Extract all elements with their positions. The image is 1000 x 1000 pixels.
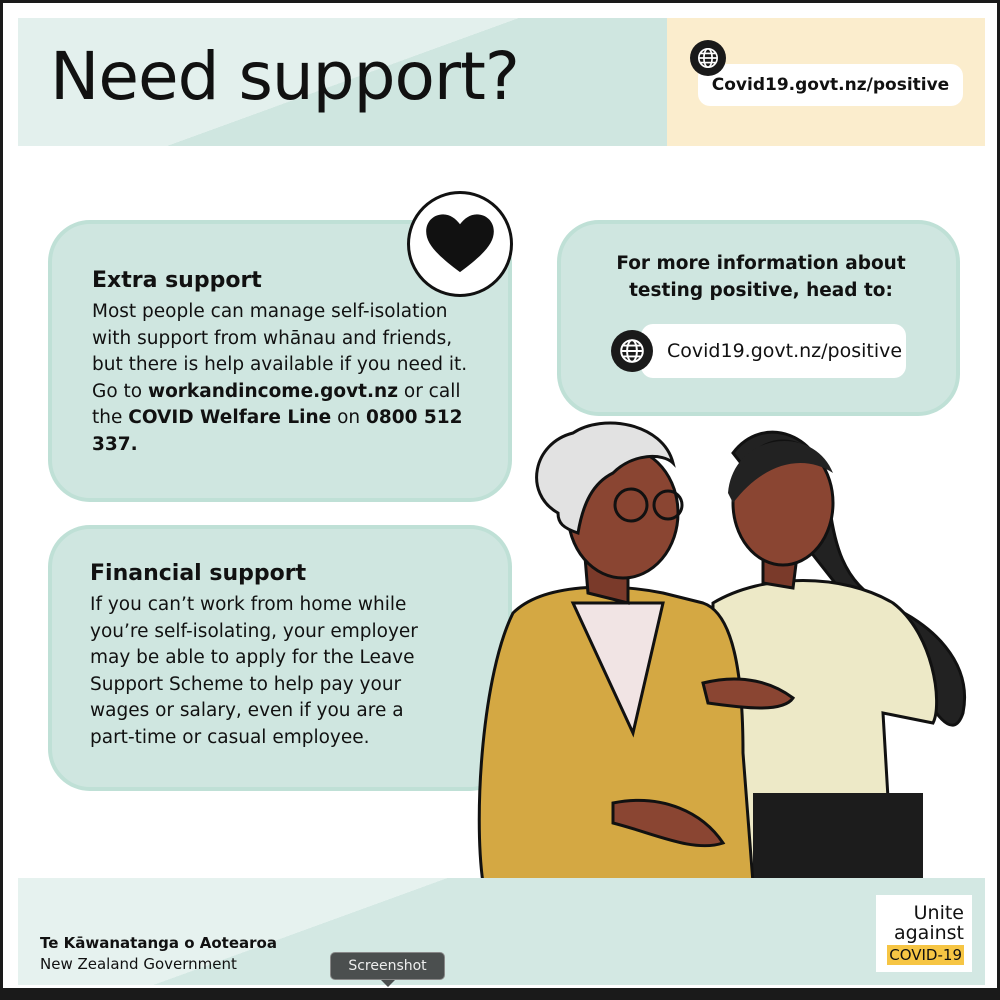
two-women-illustration	[477, 421, 966, 883]
workandincome-link[interactable]: workandincome.govt.nz	[148, 380, 398, 402]
header-url-link[interactable]: Covid19.govt.nz/positive	[698, 64, 963, 106]
more-info-heading: For more information about testing posit…	[616, 253, 906, 301]
extra-support-card: Extra support Most people can manage sel…	[48, 220, 512, 502]
page-title: Need support?	[50, 38, 520, 115]
poster: Need support? Covid19.govt.nz/positive E…	[3, 3, 997, 988]
header-band: Need support? Covid19.govt.nz/positive	[18, 18, 985, 146]
globe-icon	[611, 330, 653, 372]
extra-support-heading: Extra support	[92, 268, 262, 293]
government-name-english: New Zealand Government	[40, 955, 237, 973]
globe-icon	[690, 40, 726, 76]
phone-number: 0800 512 337.	[92, 407, 463, 455]
financial-support-text: If you can’t work from home while you’re…	[90, 594, 418, 748]
info-url-link[interactable]: Covid19.govt.nz/positive	[641, 324, 906, 378]
footer-band: Te Kāwanatanga o Aotearoa New Zealand Go…	[18, 878, 985, 985]
financial-support-heading: Financial support	[90, 561, 307, 586]
extra-support-text: Most people can manage self-isolation wi…	[92, 301, 468, 455]
more-info-card: For more information about testing posit…	[557, 220, 960, 416]
screenshot-tooltip: Screenshot	[330, 952, 445, 987]
heart-icon	[407, 191, 513, 297]
government-name-maori: Te Kāwanatanga o Aotearoa	[40, 934, 277, 952]
financial-support-card: Financial support If you can’t work from…	[48, 525, 512, 791]
unite-against-covid-logo: Unite against COVID-19	[876, 895, 972, 972]
